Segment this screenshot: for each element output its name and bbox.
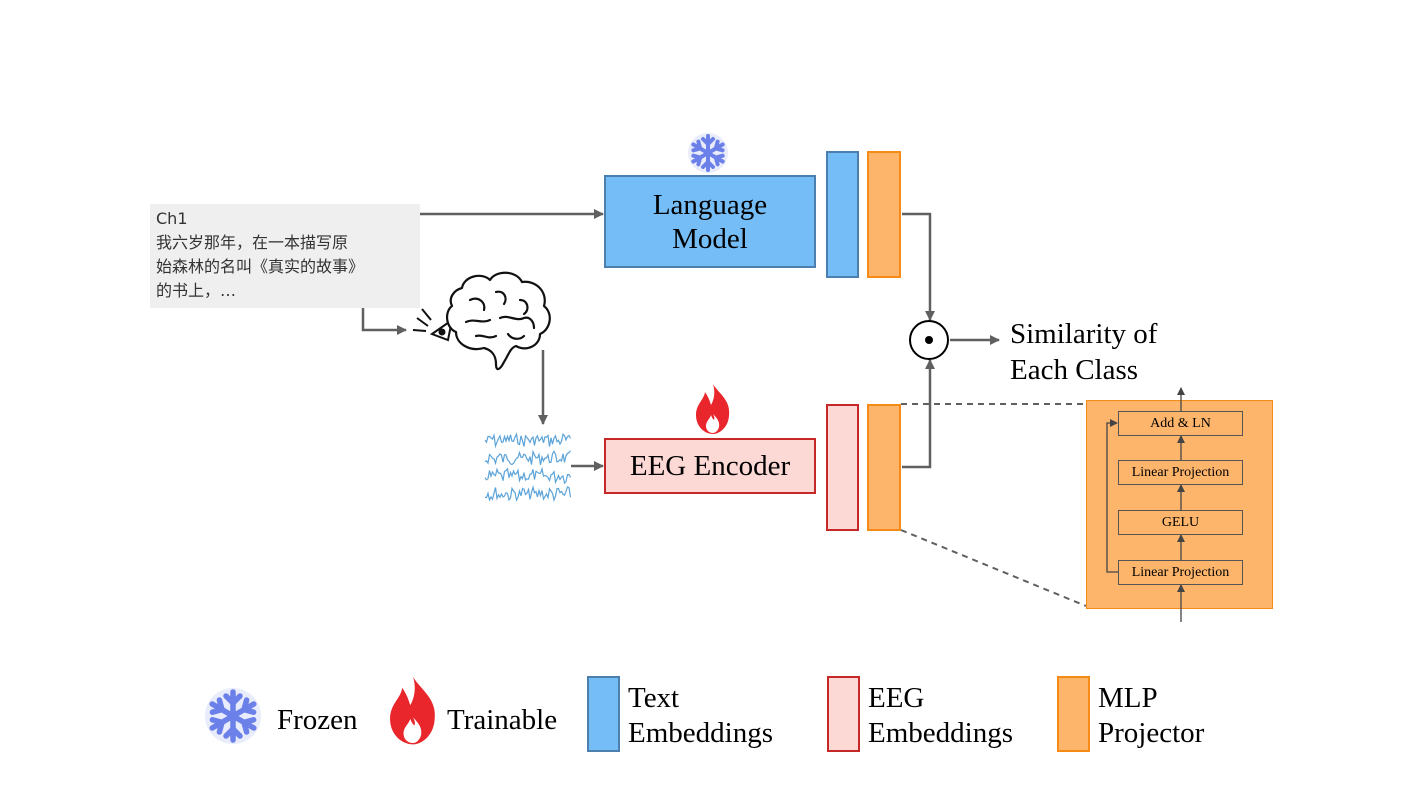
- legend-text-embedding-swatch: [587, 676, 620, 752]
- similarity-output-label: Similarity of Each Class: [1010, 316, 1157, 388]
- arrow-text-proj-to-dot: [902, 212, 935, 321]
- input-text-line: 我六岁那年，在一本描写原: [156, 233, 349, 252]
- legend-mlp-projector-line1: MLP: [1098, 682, 1158, 714]
- arrow-eeg-proj-to-dot: [902, 359, 935, 469]
- legend-eeg-embedding-swatch: [827, 676, 860, 752]
- mlp-layer-linear-projection-2: Linear Projection: [1118, 460, 1243, 485]
- legend-frozen-label: Frozen: [277, 704, 358, 736]
- eeg-wave-trace: [484, 432, 572, 449]
- flame-icon: [696, 384, 730, 434]
- legend-mlp-projector-swatch: [1057, 676, 1090, 752]
- legend-trainable-icon: [390, 676, 435, 745]
- mlp-layer-gelu: GELU: [1118, 510, 1243, 535]
- mlp-layer-linear-projection-1: Linear Projection: [1118, 560, 1243, 585]
- legend-frozen-icon: [205, 688, 261, 744]
- reading-eye-icon: [412, 308, 454, 342]
- eeg-mlp-projector-bar: [867, 404, 901, 531]
- legend-eeg-embedding-label: EEG Embeddings: [868, 681, 1013, 751]
- similarity-output-line1: Similarity of: [1010, 318, 1158, 350]
- text-embedding-bar: [826, 151, 859, 278]
- legend-trainable-label: Trainable: [447, 704, 558, 736]
- input-text-line: 始森林的名叫《真实的故事》: [156, 257, 365, 276]
- legend-text-embedding-label: Text Embeddings: [628, 681, 773, 751]
- legend-text-embedding-line1: Text: [628, 682, 680, 714]
- eeg-encoder-label: EEG Encoder: [629, 449, 791, 482]
- brain-icon: [446, 271, 551, 371]
- eeg-encoder-block: EEG Encoder: [604, 438, 816, 494]
- legend-mlp-projector-line2: Projector: [1098, 717, 1205, 749]
- language-model-block: Language Model: [604, 175, 816, 268]
- language-model-label-line1: Language: [652, 188, 768, 221]
- language-model-label-line2: Model: [672, 222, 748, 255]
- eeg-wave-trace: [484, 466, 572, 485]
- input-text-line: Ch1: [156, 209, 188, 228]
- zoom-line-bottom: [900, 529, 1087, 607]
- legend-eeg-embedding-line2: Embeddings: [868, 717, 1013, 749]
- text-mlp-projector-bar: [867, 151, 901, 278]
- mlp-layer-add-ln: Add & LN: [1118, 411, 1243, 436]
- legend-text-embedding-line2: Embeddings: [628, 717, 773, 749]
- eeg-wave-trace: [484, 485, 572, 503]
- eeg-wave-trace: [484, 449, 571, 466]
- legend-mlp-projector-label: MLP Projector: [1098, 681, 1204, 751]
- snowflake-icon: [688, 133, 728, 173]
- similarity-output-line2: Each Class: [1010, 354, 1139, 386]
- input-text-box: Ch1 我六岁那年，在一本描写原 始森林的名叫《真实的故事》 的书上，…: [150, 204, 420, 308]
- dot-product-icon: [909, 320, 949, 360]
- input-text-line: 的书上，…: [156, 281, 237, 300]
- eeg-signal-icon: [484, 432, 572, 503]
- legend-eeg-embedding-line1: EEG: [868, 682, 925, 714]
- eeg-embedding-bar: [826, 404, 859, 531]
- arrow-text-to-reader: [361, 308, 407, 335]
